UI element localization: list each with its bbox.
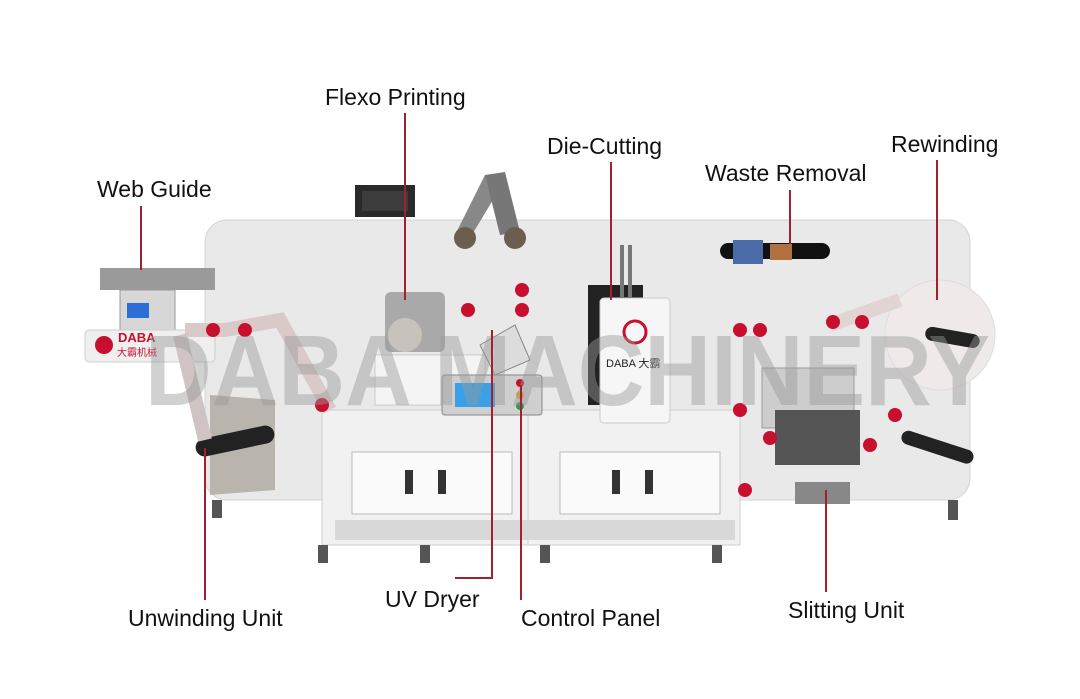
leader-uv-dryer — [455, 330, 493, 579]
logo-text-cn: 大霸机械 — [117, 346, 157, 359]
roller — [504, 227, 526, 249]
slitting-unit — [775, 410, 860, 465]
rewind-shaft — [901, 430, 974, 464]
label-rewinding: Rewinding — [891, 131, 999, 157]
logo-text: DABA — [118, 330, 156, 345]
web-guide-unit — [100, 268, 215, 290]
waste-roller — [733, 240, 763, 264]
unwind-shaft — [195, 425, 275, 457]
die-cutting-cover — [599, 297, 671, 424]
label-web-guide: Web Guide — [97, 176, 212, 202]
roller — [454, 227, 476, 249]
label-unwinding-unit: Unwinding Unit — [128, 605, 283, 631]
machine-feet — [212, 500, 958, 563]
label-control-panel: Control Panel — [521, 605, 661, 631]
watermark: DABA MACHINERY — [145, 315, 990, 427]
die-cutting-badge: DABA 大霸 — [606, 356, 660, 370]
label-slitting-unit: Slitting Unit — [788, 597, 905, 623]
label-uv-dryer: UV Dryer — [385, 586, 480, 612]
label-waste-removal: Waste Removal — [705, 160, 867, 186]
label-die-cutting: Die-Cutting — [547, 133, 663, 159]
leader-lines — [140, 113, 938, 600]
guide-rollers — [206, 283, 902, 497]
web-material — [185, 312, 337, 414]
touch-screen — [455, 383, 495, 407]
label-flexo-printing: Flexo Printing — [325, 84, 466, 110]
